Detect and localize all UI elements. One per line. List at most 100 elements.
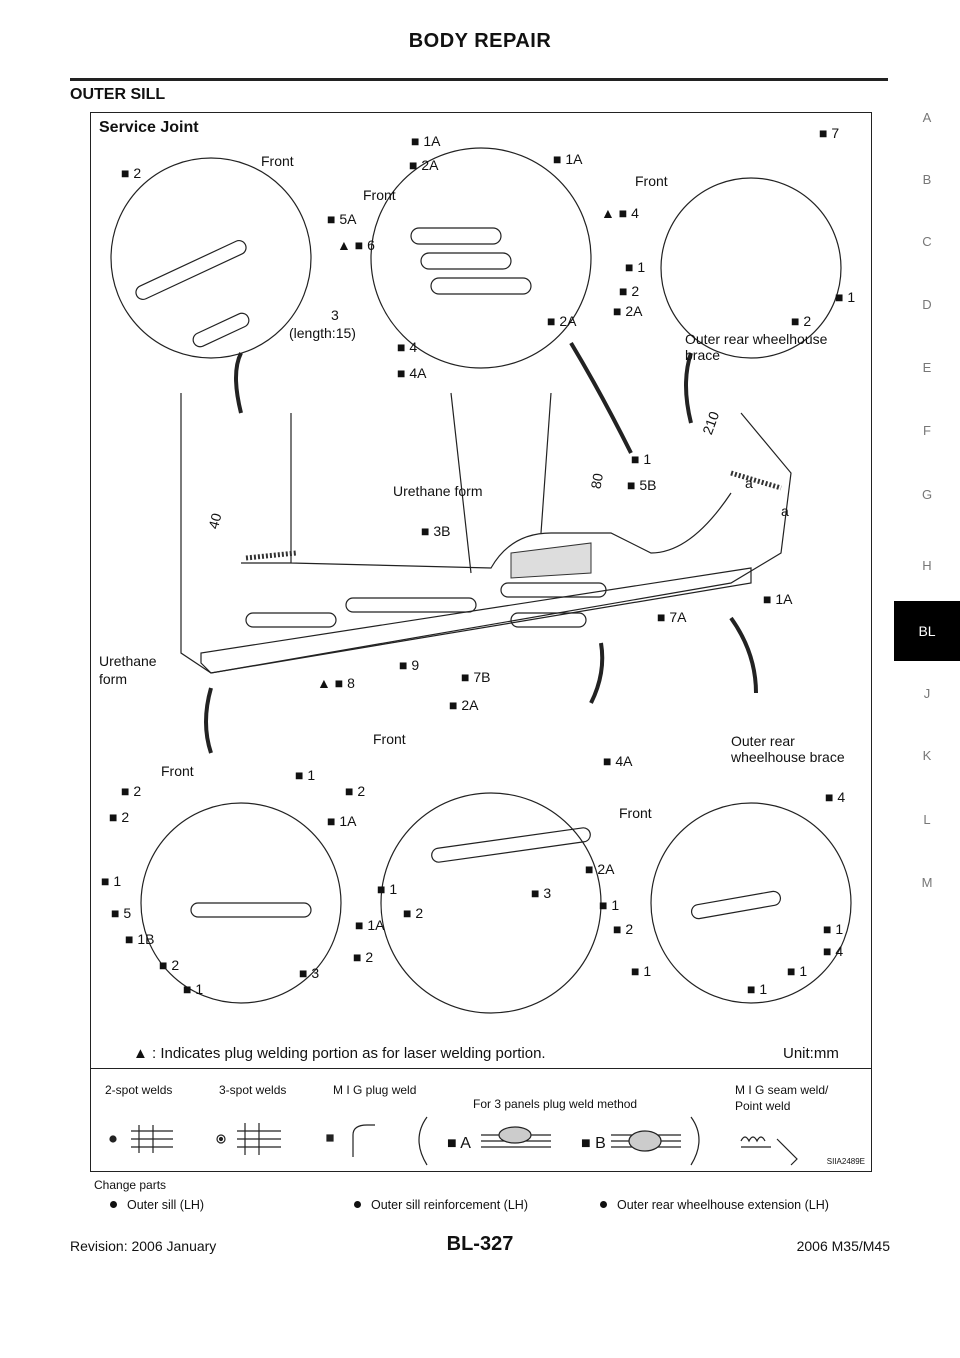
- callout-label: ■ 9: [399, 657, 420, 673]
- callout-label: ■ 2: [353, 949, 374, 965]
- weld-slot: [245, 612, 337, 628]
- callout-label: ■ 1: [625, 259, 646, 275]
- callout-label: ■ 5B: [627, 477, 657, 493]
- pointer-arrow: [589, 642, 605, 704]
- side-index-item[interactable]: F: [923, 423, 931, 438]
- callout-label: ■ 2: [345, 783, 366, 799]
- weld-slot: [135, 240, 247, 300]
- detail-circle-wheelhouse: [660, 177, 842, 359]
- callout-label: ■ 1: [823, 921, 844, 937]
- callout-label: brace: [685, 347, 721, 363]
- legend-method-b: ■ B: [581, 1135, 606, 1152]
- pointer-arrow: [569, 341, 633, 454]
- weld-slot: [192, 312, 250, 348]
- change-part-item: Outer sill reinforcement (LH): [354, 1198, 528, 1212]
- figure-title: Service Joint: [99, 119, 199, 136]
- side-index-item[interactable]: J: [923, 686, 931, 701]
- callout-label: ■ 3: [299, 965, 320, 981]
- callout-label: ■ 7B: [461, 669, 491, 685]
- callout-label: ■ 2A: [449, 697, 479, 713]
- weld-slot: [345, 597, 477, 613]
- callout-label: ■ 5A: [327, 211, 357, 227]
- dimension-label: a: [781, 503, 789, 519]
- legend-three-panels: For 3 panels plug weld method: [473, 1097, 638, 1111]
- weld-symbol-legend: 2-spot welds 3-spot welds M I G plug wel…: [91, 1068, 871, 1172]
- callout-label: wheelhouse brace: [731, 749, 845, 765]
- weld-slot: [690, 890, 782, 920]
- callout-label: Front: [363, 187, 396, 203]
- service-joint-figure: Service Joint ■ 2 Front ■ 1A ■ 2A Front …: [90, 112, 872, 1172]
- side-index-item[interactable]: M: [921, 875, 933, 890]
- legend-mig-seam-weld: M I G seam weld/: [735, 1083, 829, 1097]
- change-part-label: Outer sill (LH): [127, 1198, 205, 1212]
- change-part-label: Outer rear wheelhouse extension (LH): [617, 1198, 829, 1212]
- callout-label: ■ 1: [101, 873, 122, 889]
- side-index-item[interactable]: A: [922, 110, 932, 125]
- callout-label: ■ 2: [159, 957, 180, 973]
- callout-label: ■ 2: [619, 283, 640, 299]
- detail-circle-sill-center: [370, 147, 592, 369]
- dimension-label: a: [745, 475, 753, 491]
- callout-label: ■ 1A: [411, 133, 441, 149]
- bullet-icon: [354, 1201, 361, 1208]
- callout-label: ■ 1: [787, 963, 808, 979]
- side-index-item[interactable]: B: [922, 172, 932, 187]
- center-pillar-outline: [450, 392, 552, 574]
- callout-label: Urethane form: [393, 483, 483, 499]
- callout-label: form: [99, 671, 127, 687]
- pointer-arrow: [729, 616, 758, 694]
- change-part-item: Outer sill (LH): [110, 1198, 204, 1212]
- callout-label: ■ 2: [403, 905, 424, 921]
- side-index-item[interactable]: L: [923, 812, 931, 827]
- callout-label: Outer rear wheelhouse: [685, 331, 828, 347]
- callout-label: ■ 7: [819, 125, 840, 141]
- pointer-arrow: [234, 352, 243, 414]
- plug-weld-note: ▲ : Indicates plug welding portion as fo…: [133, 1045, 546, 1062]
- detail-circle-center-lower: [380, 792, 602, 1014]
- callout-label: ■ 1: [295, 767, 316, 783]
- callout-label: ■ 4: [825, 789, 846, 805]
- side-index-item[interactable]: H: [922, 558, 932, 573]
- side-index-item[interactable]: K: [922, 748, 932, 763]
- callout-label: Front: [619, 805, 652, 821]
- callout-label: ■ 2A: [585, 861, 615, 877]
- door-opening-outline: [241, 413, 732, 569]
- figure-code: SIIA2489E: [826, 1157, 865, 1166]
- outer-sill-outline: [200, 567, 752, 674]
- callout-label: ■ 1: [631, 451, 652, 467]
- footer-page-number: BL-327: [446, 1233, 514, 1255]
- weld-slot: [190, 902, 312, 918]
- callout-label: ■ 1: [377, 881, 398, 897]
- body-side-outline: [180, 393, 792, 674]
- pointer-arrow: [204, 687, 213, 754]
- side-index-item-active[interactable]: BL: [894, 601, 960, 661]
- callout-label: ■ 1: [183, 981, 204, 997]
- side-index-item[interactable]: C: [922, 234, 932, 249]
- footer-revision: Revision: 2006 January: [70, 1238, 217, 1254]
- header-rule: [70, 78, 888, 81]
- callout-label: ■ 1A: [763, 591, 793, 607]
- callout-label: ■ 1A: [327, 813, 357, 829]
- callout-label: ■ 3B: [421, 523, 451, 539]
- side-index-item[interactable]: E: [922, 360, 932, 375]
- weld-slot: [431, 827, 591, 863]
- callout-label: ■ 7A: [657, 609, 687, 625]
- weld-slot: [420, 252, 512, 270]
- unit-label: Unit:mm: [783, 1045, 839, 1062]
- callout-label: 3: [331, 307, 339, 323]
- callout-label: ■ 5: [111, 905, 132, 921]
- callout-label: ▲ ■ 8: [317, 675, 355, 691]
- callout-label: ■ 2A: [613, 303, 643, 319]
- callout-label: (length:15): [289, 325, 356, 341]
- bullet-icon: [600, 1201, 607, 1208]
- callout-label: ▲ ■ 4: [601, 205, 639, 221]
- urethane-form-hatching: [245, 470, 782, 579]
- callout-label: ■ 4A: [603, 753, 633, 769]
- callout-label: ■ 2: [121, 165, 142, 181]
- callout-label: ■ 1A: [553, 151, 583, 167]
- side-index-item[interactable]: G: [921, 487, 933, 502]
- side-index-item[interactable]: D: [922, 297, 932, 312]
- callout-label: ■ 1: [599, 897, 620, 913]
- callout-label: Urethane: [99, 653, 157, 669]
- weld-slot: [430, 277, 532, 295]
